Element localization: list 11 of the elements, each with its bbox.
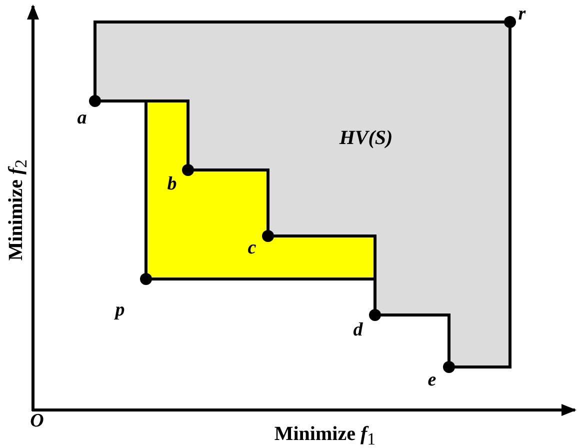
axis-label: Minimize f$_{1}$: [274, 424, 376, 444]
point-label: e: [428, 370, 436, 390]
point-label: b: [167, 174, 177, 194]
point-label: c: [248, 238, 256, 258]
point-label: p: [115, 300, 125, 320]
shaded-region: [93, 20, 512, 369]
point-label: r: [518, 4, 526, 24]
origin-label: O: [30, 412, 44, 430]
point-label: a: [77, 108, 87, 128]
region-label: HV(S): [339, 128, 393, 148]
point-label: d: [353, 320, 363, 340]
